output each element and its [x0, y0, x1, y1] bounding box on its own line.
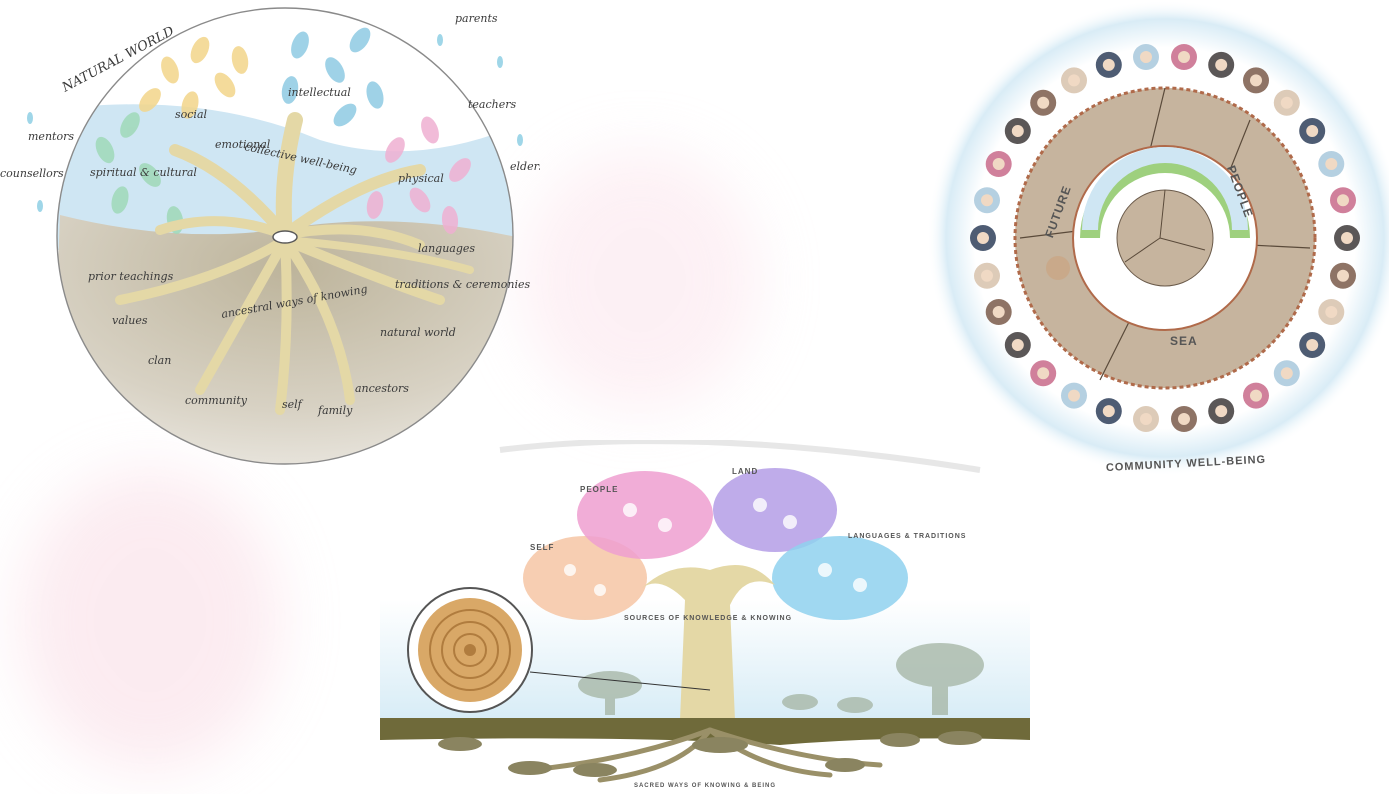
inner-core	[1117, 190, 1213, 286]
ground-label-values: values	[112, 314, 148, 327]
community-figure-face	[1250, 390, 1262, 402]
community-figure-face	[993, 158, 1005, 170]
community-figure-face	[1215, 59, 1227, 71]
background-wash-pink-left	[20, 470, 280, 770]
trunk-label: SOURCES OF KNOWLEDGE & KNOWING	[624, 615, 792, 622]
outer-label-counsellors: counsellors	[0, 167, 64, 180]
background-wash-pink-center	[520, 150, 760, 410]
community-figure-face	[1341, 232, 1353, 244]
ground-label-community: community	[185, 394, 248, 407]
ground-label-languages: languages	[418, 242, 475, 255]
community-figure-face	[1037, 367, 1049, 379]
community-figure-face	[1140, 413, 1152, 425]
community-figure-face	[1337, 270, 1349, 282]
community-figure-face	[1103, 59, 1115, 71]
canopy-label-spiritual: spiritual & cultural	[90, 166, 197, 179]
canopy-languages	[772, 536, 908, 620]
community-figure-face	[1337, 194, 1349, 206]
community-figure-face	[1178, 51, 1190, 63]
community-figure-face	[1178, 413, 1190, 425]
outer-label-elders: elders	[510, 160, 540, 173]
community-figure-face	[1068, 390, 1080, 402]
right-circle-diagram: PEOPLE SEA FUTURE COMMUNITY WELL-BEING	[920, 0, 1389, 490]
canopy-label-intellectual: intellectual	[288, 86, 351, 99]
community-figure-face	[1250, 74, 1262, 86]
canopy-label-people: PEOPLE	[580, 485, 618, 494]
community-figure-face	[1103, 405, 1115, 417]
ground-label-ancestors: ancestors	[355, 382, 409, 395]
ground-label-natural-world: natural world	[380, 326, 456, 339]
community-figure-face	[993, 306, 1005, 318]
ground-label-clan: clan	[148, 354, 171, 367]
community-figure-face	[1012, 125, 1024, 137]
canopy-label-social: social	[175, 108, 208, 121]
community-figure-face	[1281, 97, 1293, 109]
canopy-label-physical: physical	[398, 172, 444, 185]
outer-label-mentors: mentors	[28, 130, 74, 143]
community-figure-face	[1325, 158, 1337, 170]
moon-icon	[1046, 256, 1070, 280]
community-figure-face	[977, 232, 989, 244]
tree-eye-center	[273, 231, 297, 243]
ring-label-sea: SEA	[1170, 334, 1198, 348]
community-figure-face	[1281, 367, 1293, 379]
ground-label-self: self	[282, 398, 304, 411]
footer-label: SACRED WAYS OF KNOWING & BEING	[634, 783, 776, 789]
community-figure-face	[981, 194, 993, 206]
outer-label-parents: parents	[455, 12, 498, 25]
outer-label-teachers: teachers	[468, 98, 517, 111]
community-figure-face	[981, 270, 993, 282]
community-figure-face	[1140, 51, 1152, 63]
tree-ring-cross-section	[408, 588, 532, 712]
left-circle-diagram: NATURAL WORLD parents teachers elders me…	[0, 0, 540, 480]
canopy-label-self: SELF	[530, 543, 554, 552]
canopy-label-land: LAND	[732, 467, 758, 476]
community-figure-face	[1068, 74, 1080, 86]
community-figure-face	[1215, 405, 1227, 417]
community-figure-face	[1325, 306, 1337, 318]
ground-label-prior-teachings: prior teachings	[88, 270, 174, 283]
community-figure-face	[1037, 97, 1049, 109]
bottom-tree-diagram: SOURCES OF KNOWLEDGE & KNOWING PEOPLE LA…	[380, 440, 1030, 794]
canopy-label-languages: LANGUAGES & TRADITIONS	[848, 533, 966, 540]
community-figure-face	[1306, 339, 1318, 351]
ground-label-family: family	[317, 404, 353, 417]
community-figure-face	[1306, 125, 1318, 137]
ground-label-traditions: traditions & ceremonies	[395, 278, 530, 291]
community-figure-face	[1012, 339, 1024, 351]
